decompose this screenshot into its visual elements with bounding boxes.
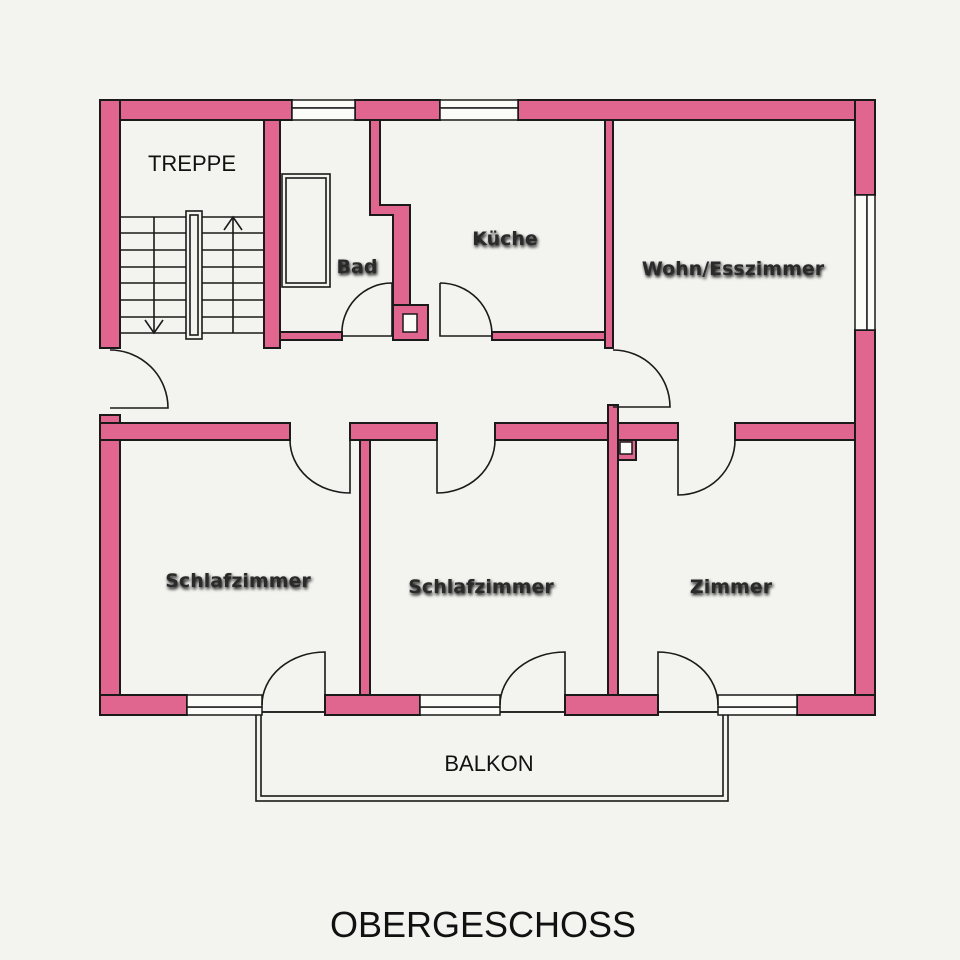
room-label-bad: Bad — [337, 256, 378, 278]
staircase — [120, 210, 264, 340]
doors — [109, 282, 736, 706]
room-label-wohn-esszimmer: Wohn/Esszimmer — [642, 258, 825, 280]
room-label-schlafzimmer-2: Schlafzimmer — [408, 576, 554, 598]
outer-walls — [99, 99, 876, 716]
bathtub — [281, 173, 331, 288]
room-label-treppe: TREPPE — [148, 151, 236, 176]
room-label-kueche: Küche — [472, 228, 538, 250]
room-label-balkon: BALKON — [444, 751, 533, 776]
room-label-schlafzimmer-1: Schlafzimmer — [165, 570, 311, 592]
room-label-zimmer: Zimmer — [690, 576, 773, 598]
windows — [186, 99, 876, 716]
floor-title: OBERGESCHOSS — [330, 904, 636, 945]
interior-walls — [99, 119, 856, 696]
